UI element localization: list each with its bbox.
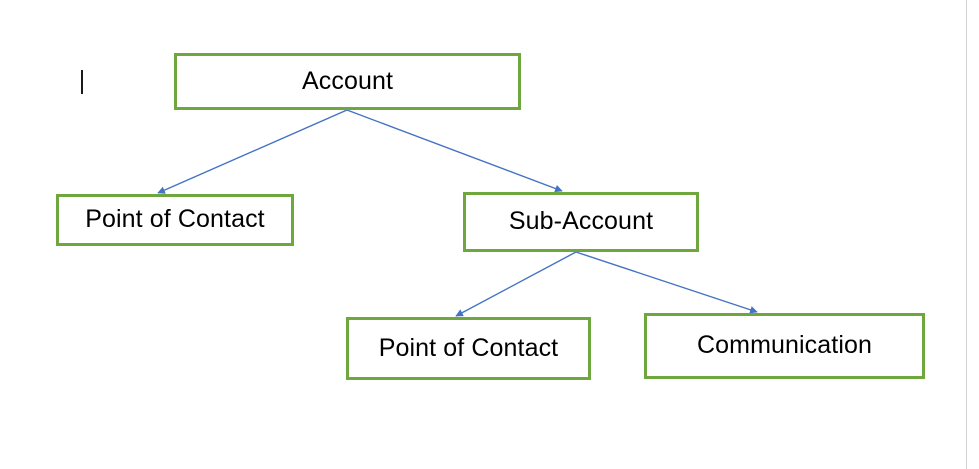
node-communication[interactable]: Communication [644,313,925,379]
node-sub-account[interactable]: Sub-Account [463,192,699,252]
node-sub-account-label: Sub-Account [508,207,654,236]
connector-sub-account-to-communication [575,251,758,314]
node-account[interactable]: Account [174,53,521,110]
node-account-label: Account [301,66,394,95]
node-point-of-contact-bottom[interactable]: Point of Contact [346,317,591,380]
node-point-of-contact-bottom-label: Point of Contact [378,333,559,362]
node-point-of-contact-top-label: Point of Contact [85,205,265,234]
text-cursor [81,70,83,94]
node-communication-label: Communication [697,331,872,360]
connector-sub-account-to-point-of-contact [455,251,577,317]
connector-account-to-sub-account [346,109,563,193]
page-edge-divider [966,0,967,469]
connector-account-to-point-of-contact [157,109,348,194]
node-point-of-contact-top[interactable]: Point of Contact [56,194,294,246]
